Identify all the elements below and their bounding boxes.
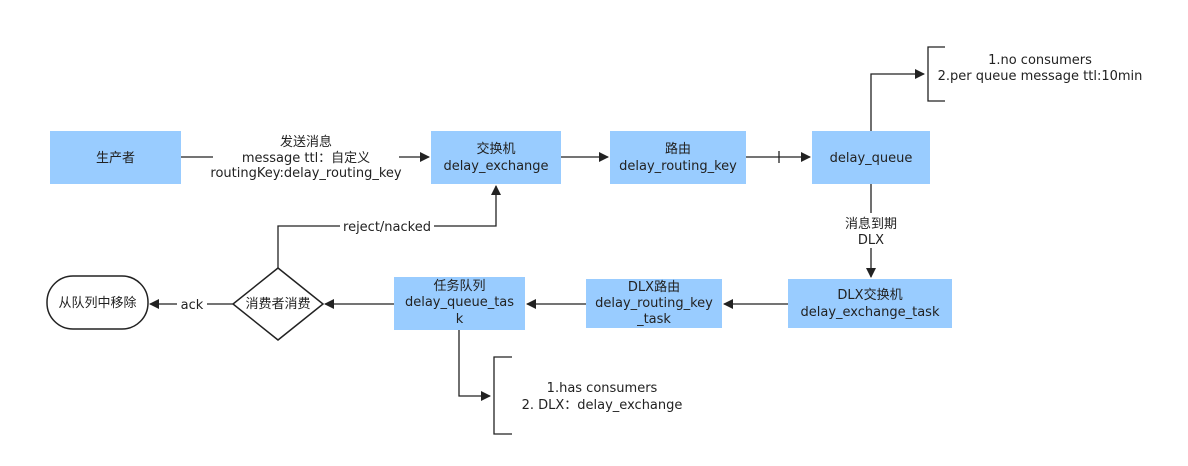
task-queue-node: 任务队列 delay_queue_tas k [394, 277, 525, 330]
producer-node: 生产者 [50, 131, 181, 184]
dlx-route-label-2: delay_routing_key [595, 296, 713, 311]
route-label-1: 路由 [665, 141, 691, 157]
edge-label-expire-2: DLX [858, 233, 884, 248]
route-label-2: delay_routing_key [619, 159, 737, 174]
dlx-exchange-label-1: DLX交换机 [837, 287, 902, 303]
edge-label-send-1: 发送消息 [280, 134, 332, 150]
task-queue-label-2: delay_queue_tas [405, 295, 514, 310]
remove-node: 从队列中移除 [46, 275, 149, 330]
task-queue-label-1: 任务队列 [433, 278, 485, 294]
task-queue-label-3: k [456, 312, 464, 327]
queue-note-line-2: 2.per queue message ttl:10min [938, 69, 1143, 84]
dlx-exchange-label-2: delay_exchange_task [801, 305, 940, 320]
consumer-decision-node: 消费者消费 [231, 267, 325, 341]
exchange-node: 交换机 delay_exchange [431, 131, 561, 184]
edge-label-ack: ack [181, 298, 204, 313]
dlx-route-label-1: DLX路由 [628, 279, 680, 295]
edge-label-expire-1: 消息到期 [845, 216, 897, 232]
exchange-label-1: 交换机 [476, 141, 515, 157]
remove-label: 从队列中移除 [58, 296, 136, 311]
edge-queue-note [870, 69, 925, 131]
edge-label-send-2: message ttl：自定义 [242, 151, 370, 166]
edge-label-send-3: routingKey:delay_routing_key [210, 166, 401, 181]
delay-queue-node: delay_queue [812, 131, 930, 184]
edge-label-reject: reject/nacked [343, 220, 431, 235]
edge-reject [277, 185, 501, 268]
task-note-line-2: 2. DLX：delay_exchange [522, 398, 683, 413]
dlx-exchange-node: DLX交换机 delay_exchange_task [788, 279, 952, 328]
queue-note-line-1: 1.no consumers [988, 53, 1092, 68]
dlx-route-node: DLX路由 delay_routing_key _task [586, 279, 722, 328]
task-note-bracket [493, 356, 512, 435]
edge-route-queue [746, 151, 811, 163]
delay-queue-label: delay_queue [830, 151, 913, 166]
consumer-label: 消费者消费 [245, 297, 310, 312]
producer-label: 生产者 [96, 151, 135, 166]
route-node: 路由 delay_routing_key [610, 131, 746, 184]
exchange-label-2: delay_exchange [443, 159, 548, 174]
task-note-line-1: 1.has consumers [547, 381, 658, 396]
queue-note-bracket [927, 46, 945, 102]
dlx-route-label-3: _task [636, 312, 671, 327]
edge-task-queue-note [458, 330, 491, 401]
